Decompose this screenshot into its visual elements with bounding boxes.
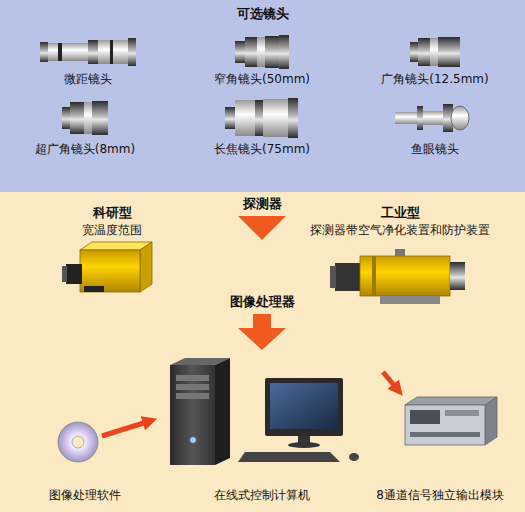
lens-caption: 长焦镜头(75mm) bbox=[214, 142, 310, 156]
research-detector bbox=[62, 242, 152, 292]
narrow-lens bbox=[235, 35, 289, 69]
ultra-wide-lens bbox=[62, 101, 108, 135]
fisheye-lens bbox=[395, 104, 469, 132]
detector-type: 科研型 bbox=[93, 205, 132, 221]
component-caption: 图像处理软件 bbox=[49, 488, 121, 502]
detector-note: 宽温度范围 bbox=[82, 223, 142, 237]
component-caption: 在线式控制计算机 bbox=[214, 488, 310, 502]
tele-lens bbox=[225, 98, 298, 138]
detector-type: 工业型 bbox=[381, 205, 420, 221]
detector-note: 探测器带空气净化装置和防护装置 bbox=[310, 223, 490, 237]
section-heading: 可选镜头 bbox=[237, 6, 289, 22]
monitor bbox=[238, 378, 359, 462]
lens-caption: 窄角镜头(50mm) bbox=[214, 72, 310, 86]
stage-heading: 图像处理器 bbox=[230, 294, 295, 310]
lens-caption: 鱼眼镜头 bbox=[411, 142, 459, 156]
lens-band: 可选镜头 bbox=[0, 0, 525, 192]
pointer-arrow bbox=[383, 372, 398, 390]
output-module bbox=[405, 397, 497, 445]
macro-lens bbox=[40, 38, 136, 66]
detector-band: 探测器 bbox=[0, 192, 525, 512]
lens-caption: 超广角镜头(8mm) bbox=[35, 142, 135, 156]
wide-lens bbox=[410, 37, 460, 67]
component-caption: 8通道信号独立输出模块 bbox=[376, 488, 504, 502]
section-heading: 探测器 bbox=[243, 196, 282, 212]
lens-caption: 广角镜头(12.5mm) bbox=[381, 72, 488, 86]
stage-arrow bbox=[238, 216, 286, 240]
computer-tower bbox=[170, 358, 230, 465]
industrial-detector bbox=[330, 249, 465, 304]
lens-caption: 微距镜头 bbox=[64, 72, 112, 86]
stage-arrow bbox=[238, 314, 286, 350]
software-disc bbox=[58, 422, 98, 462]
pointer-arrow bbox=[102, 421, 150, 436]
